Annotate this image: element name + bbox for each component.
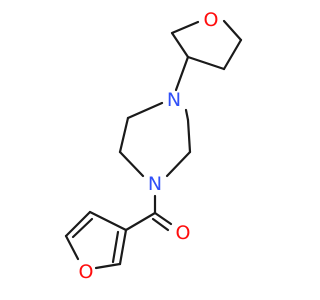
atom-o-furan: O (79, 261, 94, 283)
bond-ring-nbottom-c3 (165, 150, 192, 178)
atom-n-top: N (167, 89, 181, 111)
bond-furan-c2-c2-double (111, 230, 120, 264)
bond-ring-c1-c2 (118, 116, 130, 154)
bond-furan-c5-c4 (64, 210, 92, 238)
bond-ring-c3-c4 (186, 118, 192, 154)
bond-thf-c4-c1 (186, 55, 226, 71)
atom-o-carbonyl: O (176, 222, 191, 244)
bond-furan-c3-c2 (118, 228, 128, 266)
bond-thf-o-c3 (222, 19, 243, 42)
atoms: N N O O O (79, 9, 219, 283)
bond-thf-c3-c4 (222, 38, 243, 71)
bond-thf-c2-o (170, 20, 200, 35)
bond-carbonyl-double-1 (153, 211, 173, 226)
bond-furan-c4-c3 (88, 210, 128, 232)
molecule-canvas: N N O O O (64, 9, 243, 283)
bond-carbonyl-double-2 (151, 217, 170, 232)
bond-carbonyl-furan (124, 211, 157, 232)
bond-ring-c4-ntop (184, 108, 190, 122)
bond-thf-n-top (174, 55, 190, 92)
bond-thf-c1-c2 (170, 31, 190, 59)
bond-furan-c2-o (94, 262, 122, 270)
molecule-structure: N N O O O (64, 9, 243, 283)
atom-o-thf: O (204, 9, 219, 31)
bond-furan-c5-c4-double (71, 217, 94, 239)
atom-n-bottom: N (148, 173, 162, 195)
bond-furan-o-c5 (64, 234, 80, 261)
bond-ring-ntop-c1 (126, 101, 164, 120)
bond-ring-c2-nbottom (118, 150, 145, 178)
bonds (64, 19, 243, 270)
